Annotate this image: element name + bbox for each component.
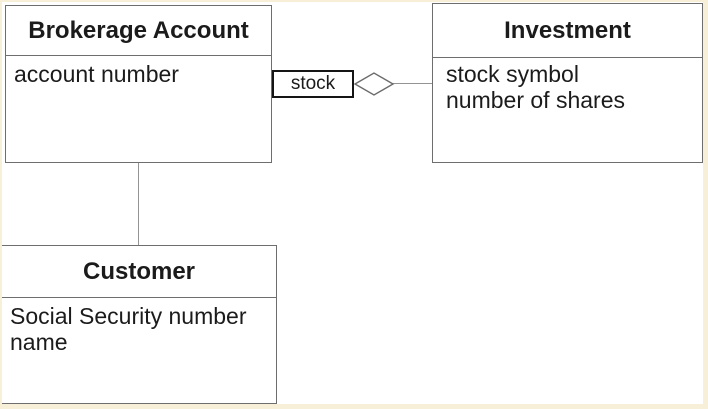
class-attributes-brokerage-account: account number [6, 56, 271, 92]
class-attributes-customer: Social Security number name [2, 298, 276, 360]
class-box-brokerage-account: Brokerage Account account number [5, 5, 272, 163]
frame-border-left [0, 0, 2, 409]
class-attribute: number of shares [446, 87, 625, 113]
class-box-investment: Investment stock symbol number of shares [432, 3, 703, 163]
frame-border-top [0, 0, 708, 2]
class-title-customer: Customer [2, 246, 276, 298]
association-label-stock: stock [272, 70, 354, 98]
class-attribute: stock symbol [446, 61, 579, 87]
class-attribute: name [10, 329, 68, 355]
class-attribute: account number [14, 61, 179, 87]
class-title-investment: Investment [433, 4, 702, 58]
frame-border-bottom [0, 404, 708, 409]
class-attributes-investment: stock symbol number of shares [433, 58, 702, 118]
association-line-diamond-investment [392, 83, 433, 84]
class-box-customer: Customer Social Security number name [1, 245, 277, 404]
aggregation-diamond-icon [354, 72, 395, 96]
class-attribute: Social Security number [10, 303, 247, 329]
association-line-brokerage-customer [138, 162, 139, 246]
class-title-brokerage-account: Brokerage Account [6, 6, 271, 56]
frame-border-right [703, 0, 708, 409]
